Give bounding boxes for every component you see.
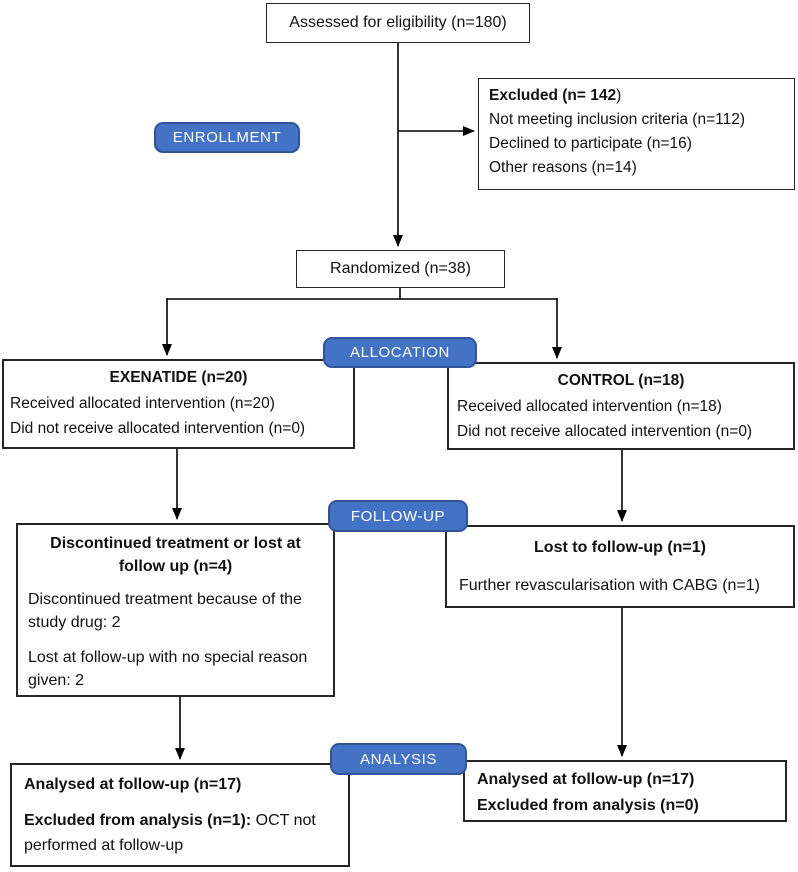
control-item: Did not receive allocated intervention (… — [457, 423, 753, 441]
control-title: CONTROL (n=18) — [557, 372, 685, 389]
analysed-left-line2-rest: OCT not performed at follow-up — [24, 811, 316, 854]
randomized-box: Randomized (n=38) — [296, 250, 505, 288]
lost-followup-title: Lost to follow-up (n=1) — [534, 539, 706, 556]
lost-followup-item: Further revascularisation with CABG (n=1… — [459, 576, 760, 594]
assessed-eligibility-text: Assessed for eligibility (n=180) — [289, 13, 507, 31]
analysed-right-item: Analysed at follow-up (n=17) — [477, 771, 695, 788]
discontinued-followup-box: Discontinued treatment or lost at follow… — [16, 523, 335, 697]
analysed-left-line2-bold: Excluded from analysis (n=1): — [24, 811, 252, 829]
allocation-stage-label: ALLOCATION — [323, 337, 477, 368]
discontinued-item: Discontinued treatment because of the st… — [28, 591, 302, 631]
exenatide-item: Did not receive allocated intervention (… — [10, 420, 306, 438]
analysed-right-item: Excluded from analysis (n=0) — [477, 796, 699, 814]
discontinued-title: Discontinued treatment or lost at follow… — [50, 535, 301, 576]
excluded-item: Declined to participate (n=16) — [489, 135, 692, 153]
control-item: Received allocated intervention (n=18) — [457, 397, 722, 415]
followup-stage-label: FOLLOW-UP — [328, 500, 468, 532]
analysed-left-line2: Excluded from analysis (n=1): OCT not pe… — [24, 809, 336, 859]
control-arm-box: CONTROL (n=18) Received allocated interv… — [447, 362, 795, 450]
excluded-title-paren: ) — [616, 87, 622, 104]
lost-followup-box: Lost to follow-up (n=1) Further revascul… — [445, 525, 795, 608]
analysed-right-box: Analysed at follow-up (n=17) Excluded fr… — [463, 760, 787, 822]
excluded-title: Excluded (n= 142) — [489, 84, 784, 108]
excluded-item: Not meeting inclusion criteria (n=112) — [489, 111, 746, 129]
analysed-left-box: Analysed at follow-up (n=17) Excluded fr… — [10, 763, 350, 867]
excluded-title-bold: Excluded (n= 142 — [489, 87, 617, 104]
excluded-box: Excluded (n= 142) Not meeting inclusion … — [478, 78, 795, 190]
discontinued-item: Lost at follow-up with no special reason… — [28, 649, 308, 689]
exenatide-arm-box: EXENATIDE (n=20) Received allocated inte… — [2, 359, 355, 449]
excluded-item: Other reasons (n=14) — [489, 159, 637, 177]
randomized-text: Randomized (n=38) — [330, 259, 471, 277]
enrollment-stage-label: ENROLLMENT — [154, 122, 300, 153]
exenatide-title: EXENATIDE (n=20) — [109, 369, 248, 386]
analysis-stage-label: ANALYSIS — [330, 743, 467, 775]
analysed-left-line1: Analysed at follow-up (n=17) — [24, 776, 242, 793]
assessed-eligibility-box: Assessed for eligibility (n=180) — [266, 3, 530, 43]
exenatide-item: Received allocated intervention (n=20) — [10, 394, 275, 412]
